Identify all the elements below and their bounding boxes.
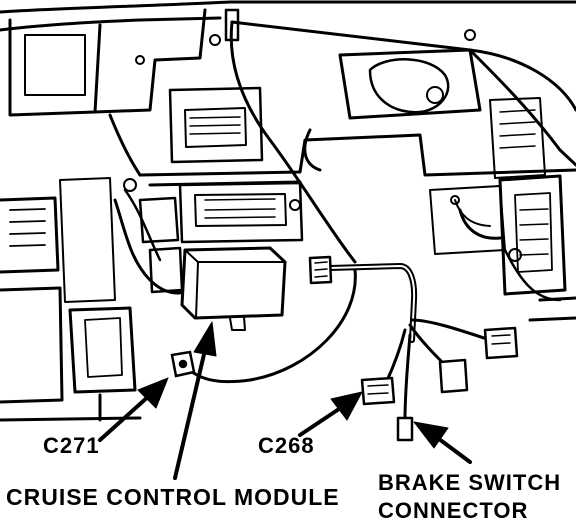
callout-arrows	[98, 321, 472, 480]
c271-connector	[170, 350, 196, 378]
c271-arrow	[98, 377, 169, 442]
brake-switch-arrow	[413, 421, 472, 464]
c271-label: C271	[43, 433, 100, 458]
brake-switch-label-line1: BRAKE SWITCH	[378, 470, 561, 495]
brake-switch-label-line2: CONNECTOR	[378, 498, 528, 523]
wiring-harness	[113, 8, 576, 442]
c268-arrow	[298, 391, 363, 437]
cruise-module-arrow	[173, 321, 217, 480]
c268-label: C268	[258, 433, 315, 458]
cruise-control-module	[180, 246, 287, 331]
cruise-module-label: CRUISE CONTROL MODULE	[6, 484, 340, 510]
